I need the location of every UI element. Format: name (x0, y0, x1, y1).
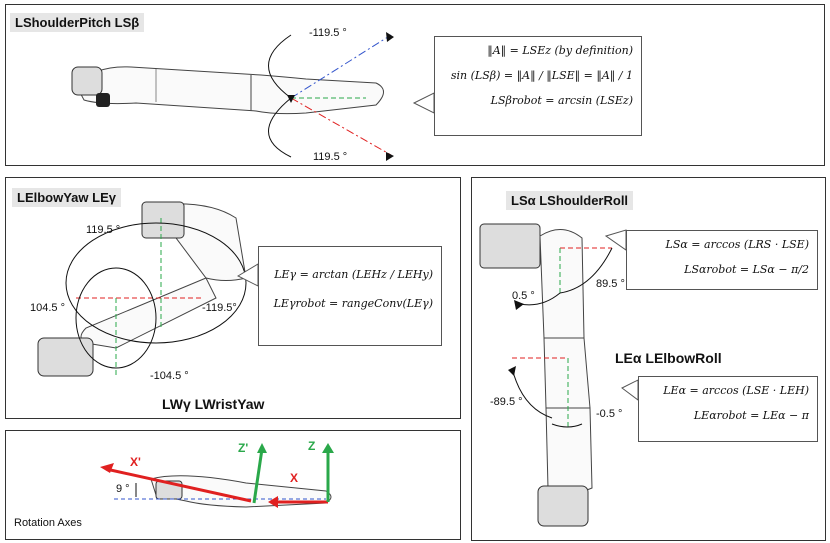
panel-label: LSα LShoulderRoll (506, 191, 634, 210)
angle-label-top: 119.5 ° (86, 224, 121, 236)
angle-label-er-right: -0.5 ° (596, 408, 623, 420)
equation-callout: ‖A‖ = LSEz (by definition) sin (LSβ) = ‖… (434, 36, 642, 136)
angle-label-left: 104.5 ° (30, 302, 65, 314)
angle-label-top: -119.5 ° (309, 27, 347, 39)
angle-label-right: -119.5° (202, 302, 237, 314)
equation-line: sin (LSβ) = ‖A‖ / ‖LSE‖ = ‖A‖ / 1 (450, 69, 633, 82)
wrist-yaw-label: LWγ LWristYaw (162, 396, 265, 412)
panel-label: LShoulderPitch LSβ (10, 13, 145, 32)
elbow-roll-label: LEα LElbowRoll (610, 348, 727, 368)
angle-label-er-left: -89.5 ° (490, 396, 523, 408)
equation-line: LSα = arccos (LRS · LSE) (665, 238, 809, 251)
panel-label: Rotation Axes (14, 517, 82, 529)
shoulder-roll-equation-callout: LSα = arccos (LRS · LSE) LSαrobot = LSα … (626, 230, 818, 290)
equation-line: LSβrobot = arcsin (LSEz) (490, 94, 633, 107)
angle-label-sr-left: 0.5 ° (512, 290, 535, 302)
panel-shoulder-roll: LSα LShoulderRoll LSα = arccos (LRS · LS… (471, 177, 826, 541)
equation-line: LSαrobot = LSα − π/2 (684, 263, 809, 276)
panel-elbow-yaw: LElbowYaw LEγ 119.5 ° 104.5 ° -119.5° -1… (5, 177, 461, 419)
angle-label-sr-right: 89.5 ° (596, 278, 625, 290)
axis-label-z: Z (308, 439, 316, 453)
axis-label-x: X (290, 471, 299, 485)
equation-line: LEαrobot = LEα − π (693, 409, 809, 422)
axis-label-x-prime: X' (130, 455, 141, 469)
shoulder-roll-arm-diagram (479, 223, 639, 527)
panel-shoulder-pitch: LShoulderPitch LSβ -119.5 ° 119.5 ° ‖A‖ … (5, 4, 825, 166)
axis-label-z-prime: Z' (238, 441, 249, 455)
panel-rotation-axes: X' Z' X Z 9 ° Rotation Axes (5, 430, 461, 540)
panel-label: LElbowYaw LEγ (12, 188, 121, 207)
rotation-axes-diagram (100, 443, 334, 508)
angle-label-bottom: 119.5 ° (313, 151, 348, 163)
angle-label-bottom: -104.5 ° (150, 370, 189, 382)
equation-line: ‖A‖ = LSEz (by definition) (487, 44, 633, 57)
equation-line: LEγ = arctan (LEHz / LEHy) (274, 268, 433, 281)
elbow-roll-equation-callout: LEα = arccos (LSE · LEH) LEαrobot = LEα … (638, 376, 818, 442)
angle-label: 9 ° (116, 483, 130, 495)
elbow-yaw-arm-diagram (37, 201, 259, 378)
equation-callout: LEγ = arctan (LEHz / LEHy) LEγrobot = ra… (258, 246, 442, 346)
equation-line: LEα = arccos (LSE · LEH) (663, 384, 809, 397)
shoulder-pitch-arm-diagram (71, 32, 435, 161)
equation-line: LEγrobot = rangeConv(LEγ) (273, 297, 433, 310)
